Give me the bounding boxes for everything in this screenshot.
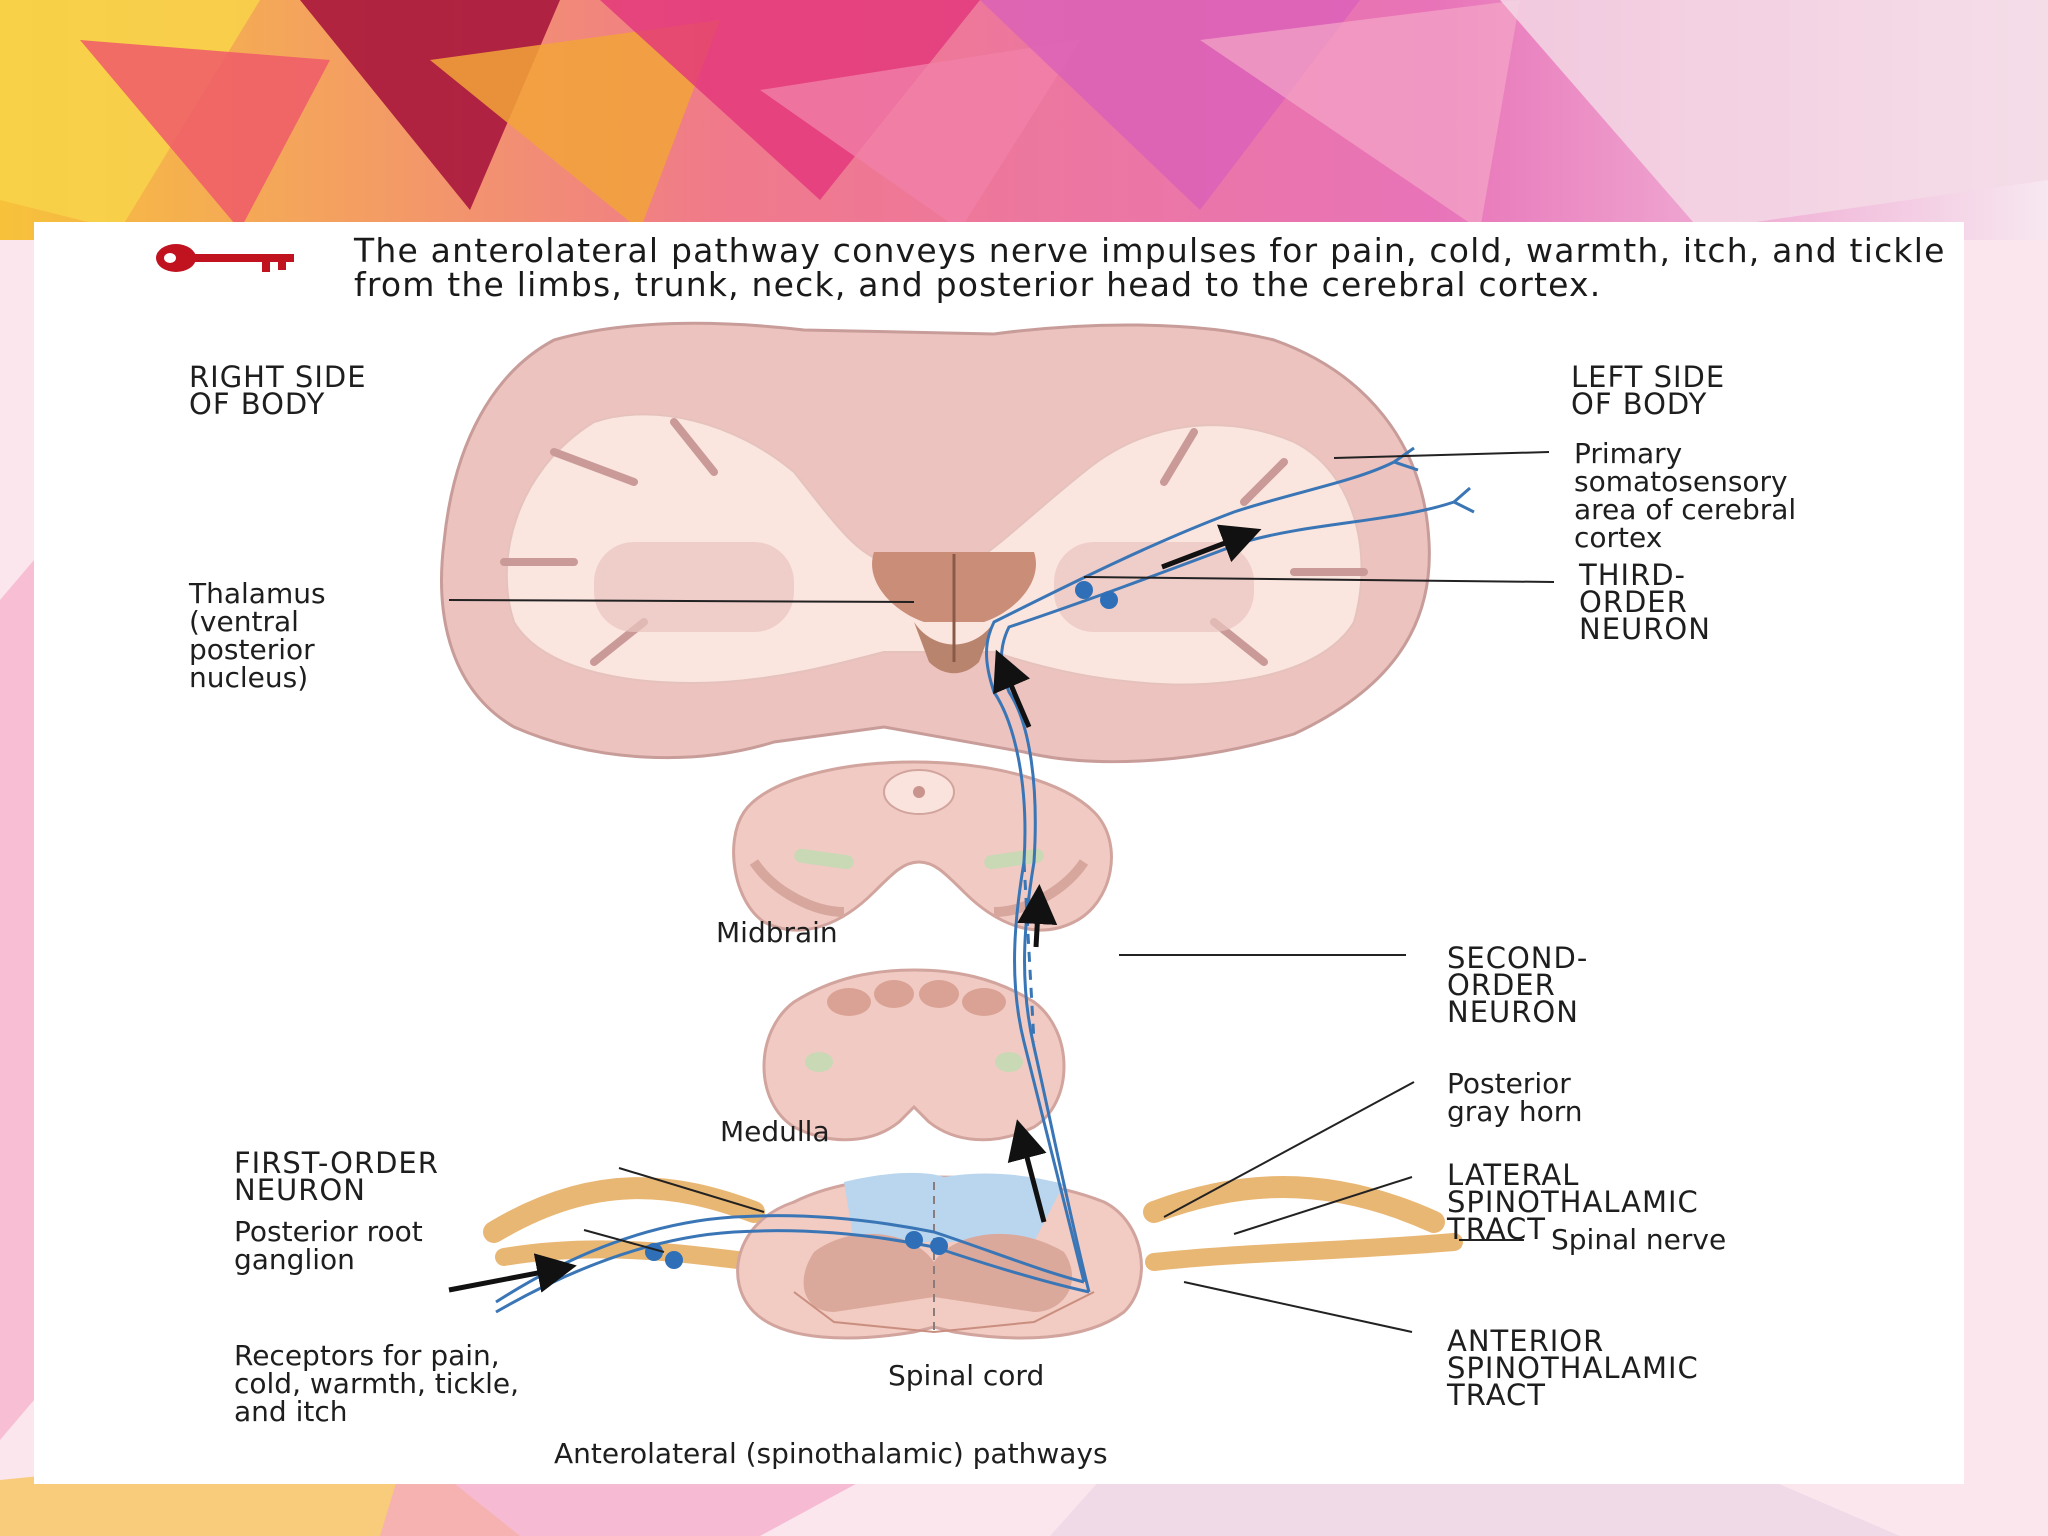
label-posterior-root-ganglion: Posterior root ganglion: [234, 1215, 423, 1276]
label-first-order-neuron: FIRST-ORDER NEURON: [234, 1146, 439, 1207]
arrow-up-spinal: [1007, 1119, 1047, 1223]
arrow-receptor-input: [448, 1253, 577, 1293]
label-receptors: Receptors for pain, cold, warmth, tickle…: [234, 1339, 520, 1428]
label-third-order-neuron: THIRD- ORDER NEURON: [1579, 558, 1711, 646]
arrow-up-midbrain: [993, 649, 1032, 728]
label-primary-somatosensory-area: Primary somatosensory area of cerebral c…: [1574, 437, 1797, 554]
label-spinal-nerve: Spinal nerve: [1551, 1223, 1727, 1256]
diagram-panel: The anterolateral pathway conveys nerve …: [34, 222, 1964, 1484]
label-lateral-spinothalamic-tract: LATERAL SPINOTHALAMIC TRACT: [1447, 1158, 1699, 1246]
label-posterior-gray-horn: Posterior gray horn: [1447, 1067, 1583, 1128]
label-spinal-cord: Spinal cord: [888, 1359, 1045, 1392]
figure-caption: Anterolateral (spinothalamic) pathways: [554, 1437, 1108, 1470]
headline: The anterolateral pathway conveys nerve …: [354, 231, 1946, 304]
label-thalamus: Thalamus (ventral posterior nucleus): [189, 577, 326, 694]
label-anterior-spinothalamic-tract: ANTERIOR SPINOTHALAMIC TRACT: [1447, 1324, 1699, 1412]
label-left-side: LEFT SIDE OF BODY: [1571, 360, 1726, 421]
midbrain-section: [732, 760, 1113, 932]
arrow-to-cortex: [1161, 524, 1262, 570]
cerebrum-section: [440, 321, 1431, 764]
label-right-side: RIGHT SIDE OF BODY: [189, 360, 367, 421]
leader-lines: [448, 451, 1555, 1333]
key-icon: [156, 244, 294, 272]
neuron-cell-bodies: [645, 581, 1118, 1269]
label-second-order-neuron: SECOND- ORDER NEURON: [1447, 941, 1589, 1029]
neuron-pathway: [495, 446, 1475, 1314]
label-medulla: Medulla: [720, 1115, 830, 1148]
label-midbrain: Midbrain: [716, 916, 838, 949]
arrow-up-medulla: [1017, 884, 1058, 948]
spinothalamic-diagram: [440, 321, 1555, 1340]
direction-arrows: [448, 524, 1262, 1293]
spinal-cord-section: [483, 1172, 1463, 1340]
